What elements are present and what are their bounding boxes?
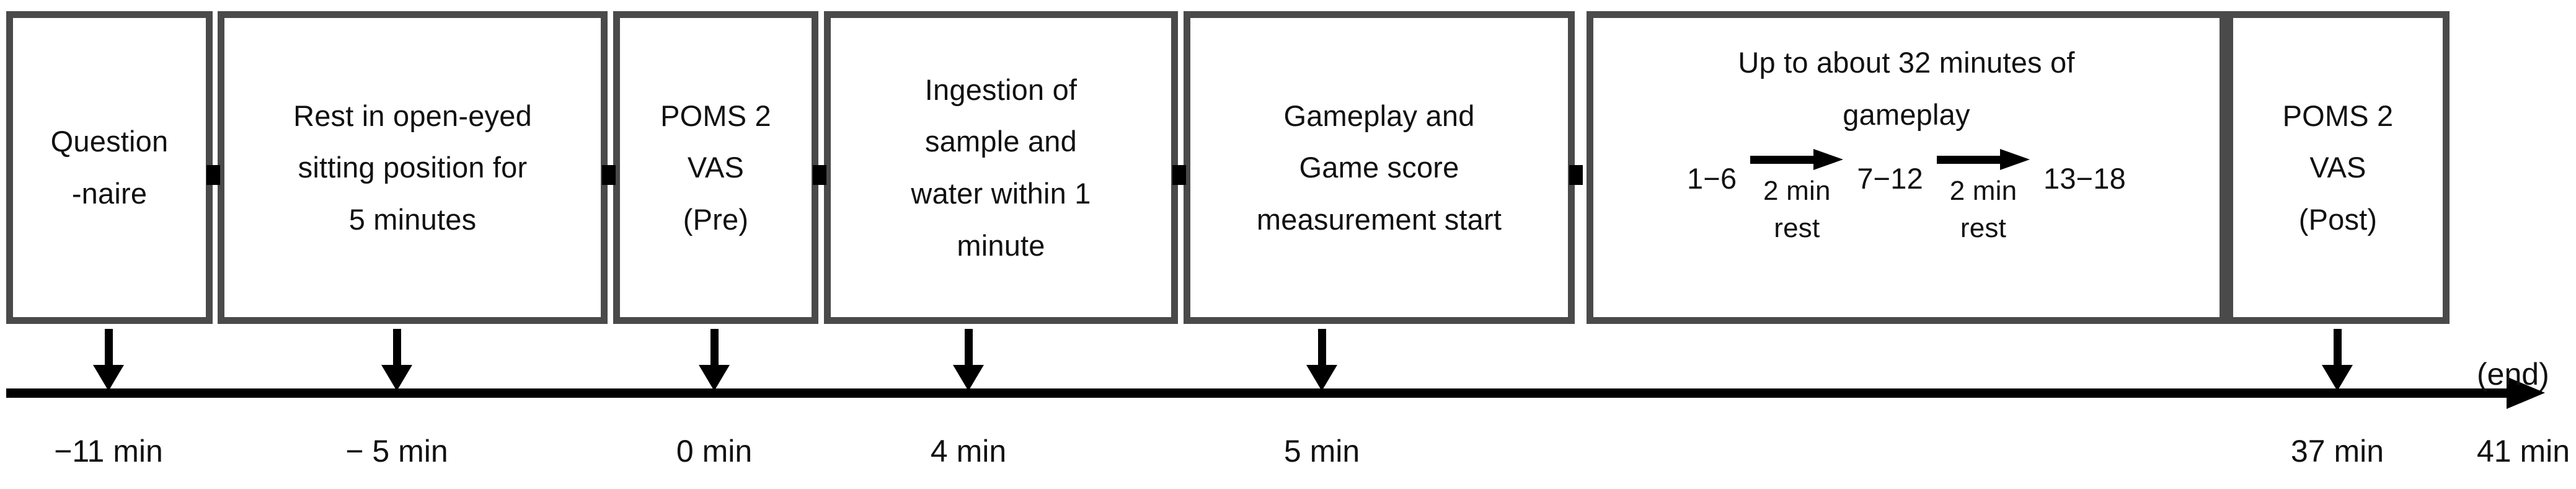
stage-line: VAS — [687, 151, 745, 184]
stage-line: water within 1 — [911, 177, 1091, 210]
timeline-tick-arrow-icon — [2322, 329, 2353, 391]
stage-line: Gameplay and — [1283, 99, 1475, 132]
rest-interval-1: 2 min rest — [1750, 149, 1844, 246]
stage-box-ingestion: Ingestion of sample and water within 1 m… — [824, 11, 1178, 324]
rest-label-line: 2 min — [1949, 176, 2017, 207]
gameplay-header-line: gameplay — [1843, 97, 1970, 131]
stage-line: POMS 2 — [2282, 99, 2394, 132]
stage-line: POMS 2 — [660, 99, 771, 132]
gameplay-segment-2: 7−12 — [1857, 162, 1923, 195]
stage-box-poms-post: POMS 2 VAS (Post) — [2226, 11, 2450, 324]
box-connector-tab — [602, 165, 616, 185]
rest-label-line: rest — [1774, 212, 1820, 243]
stage-line: Question — [50, 125, 169, 158]
stage-line: Game score — [1299, 151, 1459, 184]
stage-line: minute — [957, 228, 1045, 262]
timeline-tick-label: 4 min — [930, 434, 1007, 469]
stage-box-gameplay-start: Gameplay and Game score measurement star… — [1184, 11, 1575, 324]
stage-line: 5 minutes — [348, 202, 477, 236]
stage-line: (Post) — [2298, 202, 2378, 236]
box-connector-tab — [1569, 165, 1583, 185]
timeline-tick-label: 0 min — [676, 434, 753, 469]
timeline-arrow-head-icon — [2507, 377, 2545, 409]
stage-box-questionnaire: Question -naire — [6, 11, 213, 324]
timeline-end-label: (end) — [2477, 357, 2549, 392]
stage-box-gameplay-blocks: Up to about 32 minutes of gameplay 1−6 2… — [1587, 11, 2226, 324]
timeline-tick-label: −11 min — [54, 434, 163, 469]
stage-line: sample and — [925, 125, 1077, 158]
gameplay-block-sequence: 1−6 2 min rest 7−12 2 min rest 13−18 — [1593, 149, 2220, 246]
stage-line: (Pre) — [683, 202, 749, 236]
rest-interval-2: 2 min rest — [1936, 149, 2030, 246]
timeline-axis — [6, 388, 2508, 398]
timeline-final-label: 41 min — [2476, 434, 2570, 469]
timeline-tick-label: 37 min — [2290, 434, 2384, 469]
stage-line: measurement start — [1256, 202, 1502, 236]
stage-line: Ingestion of — [924, 73, 1078, 106]
timeline-tick-label: − 5 min — [345, 434, 448, 469]
box-connector-tab — [1172, 165, 1186, 185]
stage-line: sitting position for — [298, 151, 528, 184]
stage-box-rest: Rest in open-eyed sitting position for 5… — [218, 11, 608, 324]
stage-line: -naire — [71, 177, 148, 210]
timeline-tick-label: 5 min — [1283, 434, 1360, 469]
timeline-tick-arrow-icon — [953, 329, 984, 391]
stage-line: VAS — [2309, 151, 2366, 184]
gameplay-segment-3: 13−18 — [2043, 162, 2126, 195]
rest-label-line: 2 min — [1763, 176, 1831, 207]
box-connector-tab — [206, 165, 220, 185]
gameplay-header-line: Up to about 32 minutes of — [1738, 46, 2075, 79]
rest-label-line: rest — [1960, 212, 2007, 243]
timeline-tick-arrow-icon — [1306, 329, 1337, 391]
box-connector-tab — [813, 165, 826, 185]
timeline-tick-arrow-icon — [699, 329, 730, 391]
gameplay-segment-1: 1−6 — [1686, 162, 1737, 195]
arrow-right-icon — [1936, 149, 2030, 171]
stage-box-poms-pre: POMS 2 VAS (Pre) — [613, 11, 818, 324]
arrow-right-icon — [1750, 149, 1844, 171]
timeline-tick-arrow-icon — [381, 329, 412, 391]
stage-line: Rest in open-eyed — [293, 99, 532, 132]
timeline-tick-arrow-icon — [93, 329, 124, 391]
